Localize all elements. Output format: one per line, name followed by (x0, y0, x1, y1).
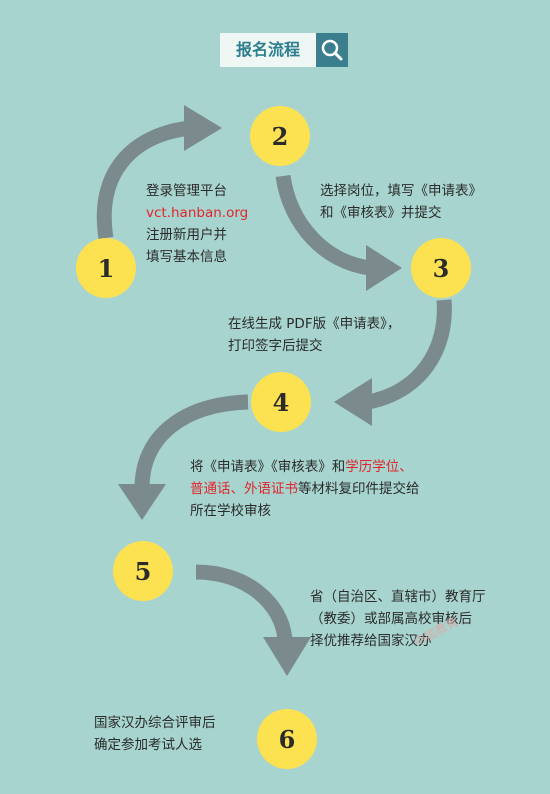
step-circle-2 (250, 106, 310, 166)
step-number-1: 1 (98, 254, 115, 283)
step-3-line-1: 在线生成 PDF版《申请表》， (228, 316, 401, 332)
step-4-line-1: 将《申请表》《审核表》和学历学位、 (190, 456, 420, 478)
arrowhead-1-to-2 (184, 105, 222, 151)
step-circles: 1 2 3 4 5 6 (76, 106, 471, 769)
step-1-line-4: 填写基本信息 (146, 249, 227, 265)
arrow-2-to-3 (275, 174, 372, 276)
arrowhead-2-to-3 (366, 245, 402, 291)
step-number-5: 5 (135, 557, 152, 586)
header: 报名流程 (220, 33, 348, 67)
step-5-line-3: 择优推荐给国家汉办 (310, 633, 432, 649)
step-number-2: 2 (272, 122, 289, 151)
step-4-line-2: 普通话、外语证书等材料复印件提交给 (190, 478, 420, 500)
flow-arrows (96, 105, 452, 676)
arrow-4-to-5 (134, 394, 249, 489)
step-1-url-link[interactable]: vct.hanban.org (146, 205, 249, 221)
step-1-line-3: 注册新用户并 (146, 227, 227, 243)
step-1-line-1: 登录管理平台 (146, 183, 227, 199)
step-1-text: 登录管理平台 vct.hanban.org 注册新用户并 填写基本信息 (146, 180, 248, 268)
arrow-5-to-6 (195, 564, 293, 642)
step-5-line-2: （教委）或部属高校审核后 (310, 611, 472, 627)
step-number-6: 6 (279, 725, 296, 754)
step-number-4: 4 (273, 388, 290, 417)
step-5-line-1: 省（自治区、直辖市）教育厅 (310, 589, 486, 605)
step-circle-3 (411, 238, 471, 298)
step-4-text-part-1: 将《申请表》《审核表》和 (190, 459, 346, 475)
arrowhead-3-to-4 (334, 378, 372, 426)
step-4-highlight-1: 学历学位、 (345, 459, 413, 475)
step-2-line-1: 选择岗位，填写《申请表》 (320, 183, 482, 199)
arrowhead-5-to-6 (263, 637, 311, 676)
step-2-line-2: 和《审核表》并提交 (320, 205, 442, 221)
step-4-text-part-2: 等材料复印件提交给 (298, 481, 420, 497)
arrow-3-to-4 (366, 299, 452, 410)
step-circle-4 (251, 372, 311, 432)
step-3-line-2: 打印签字后提交 (228, 338, 323, 354)
step-4-text: 将《申请表》《审核表》和学历学位、 普通话、外语证书等材料复印件提交给 所在学校… (190, 456, 420, 522)
step-number-3: 3 (433, 254, 450, 283)
step-4-line-3: 所在学校审核 (190, 503, 271, 519)
step-2-text: 选择岗位，填写《申请表》 和《审核表》并提交 (320, 180, 482, 224)
search-icon (321, 39, 343, 61)
step-circle-5 (113, 541, 173, 601)
step-3-text: 在线生成 PDF版《申请表》， 打印签字后提交 (228, 313, 400, 357)
step-6-text: 国家汉办综合评审后 确定参加考试人选 (94, 712, 216, 756)
search-button[interactable] (316, 33, 348, 67)
step-6-line-1: 国家汉办综合评审后 (94, 715, 216, 731)
step-circle-6 (257, 709, 317, 769)
step-5-text: 省（自治区、直辖市）教育厅 （教委）或部属高校审核后 择优推荐给国家汉办 (310, 586, 486, 652)
step-4-highlight-2: 普通话、外语证书 (190, 481, 298, 497)
step-6-line-2: 确定参加考试人选 (94, 737, 202, 753)
step-circle-1 (76, 238, 136, 298)
arrowhead-4-to-5 (118, 484, 166, 520)
page-title: 报名流程 (220, 33, 316, 67)
arrow-1-to-2 (96, 120, 192, 240)
